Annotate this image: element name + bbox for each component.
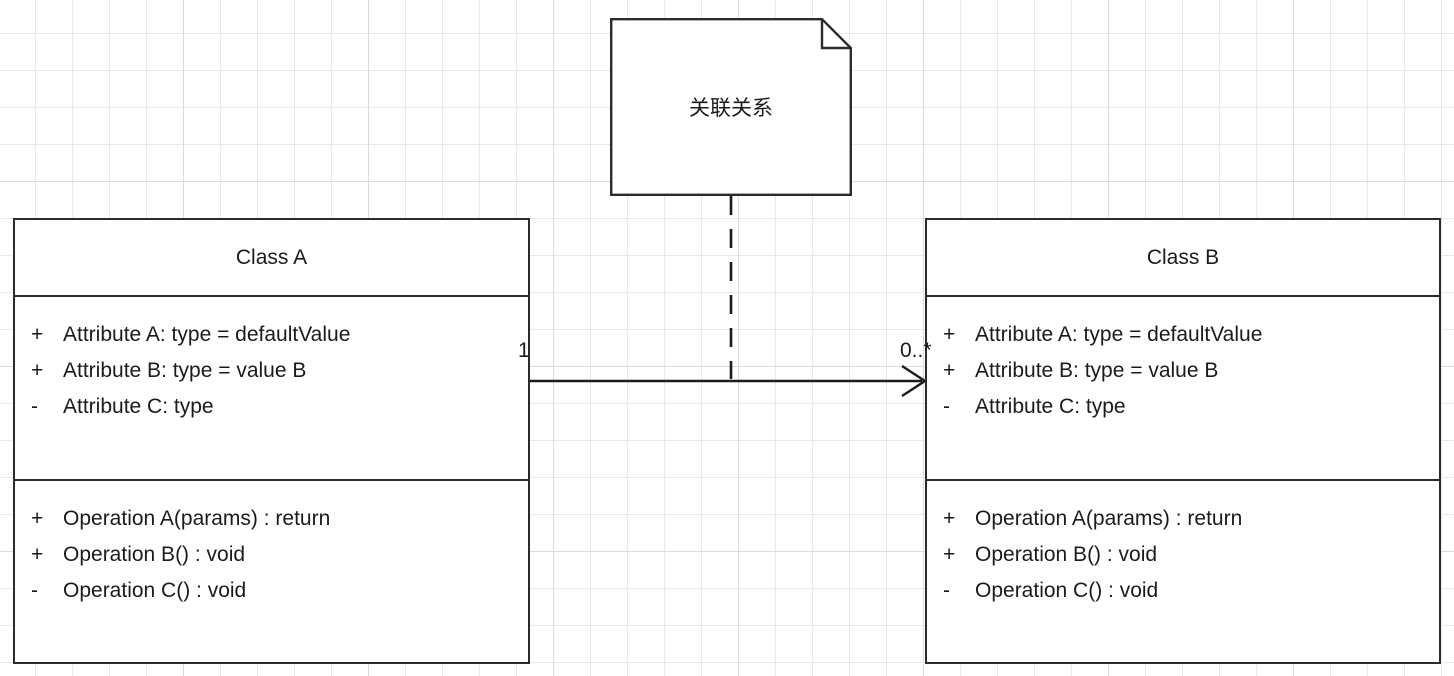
visibility-marker: - xyxy=(31,579,38,602)
attribute-row[interactable]: + Attribute B: type = value B xyxy=(927,359,1439,395)
class-b-operations: + Operation A(params) : return + Operati… xyxy=(927,481,1439,665)
class-b-title: Class B xyxy=(1146,245,1220,269)
operation-label: Operation B() : void xyxy=(975,543,1158,566)
operation-label: Operation C() : void xyxy=(63,579,247,602)
operation-row[interactable]: + Operation A(params) : return xyxy=(15,507,528,543)
attribute-row[interactable]: + Attribute B: type = value B xyxy=(15,359,528,395)
visibility-marker: + xyxy=(31,507,44,530)
visibility-marker: + xyxy=(31,359,44,382)
operation-label: Operation C() : void xyxy=(975,579,1159,602)
class-b-attributes: + Attribute A: type = defaultValue + Att… xyxy=(927,297,1439,479)
operation-row[interactable]: - Operation C() : void xyxy=(15,579,528,615)
visibility-marker: + xyxy=(943,507,956,530)
attribute-label: Attribute A: type = defaultValue xyxy=(975,323,1263,346)
operation-label: Operation B() : void xyxy=(63,543,246,566)
visibility-marker: + xyxy=(31,543,44,566)
visibility-marker: + xyxy=(943,543,956,566)
visibility-marker: + xyxy=(31,323,44,346)
operation-row[interactable]: - Operation C() : void xyxy=(927,579,1439,615)
note-shape[interactable]: 关联关系 xyxy=(610,18,852,196)
operation-row[interactable]: + Operation B() : void xyxy=(15,543,528,579)
visibility-marker: - xyxy=(31,395,38,418)
class-a-title: Class A xyxy=(235,245,308,269)
operation-label: Operation A(params) : return xyxy=(63,507,331,530)
class-a-attributes: + Attribute A: type = defaultValue + Att… xyxy=(15,297,528,479)
attribute-row[interactable]: + Attribute A: type = defaultValue xyxy=(927,323,1439,359)
visibility-marker: + xyxy=(943,359,956,382)
attribute-label: Attribute C: type xyxy=(63,395,214,418)
attribute-label: Attribute C: type xyxy=(975,395,1126,418)
attribute-row[interactable]: + Attribute A: type = defaultValue xyxy=(15,323,528,359)
visibility-marker: + xyxy=(943,323,956,346)
operation-label: Operation A(params) : return xyxy=(975,507,1243,530)
note-label: 关联关系 xyxy=(689,97,773,120)
visibility-marker: - xyxy=(943,395,950,418)
class-box-class-a[interactable]: Class A + Attribute A: type = defaultVal… xyxy=(13,218,530,664)
association-arrowhead xyxy=(901,364,928,398)
attribute-row[interactable]: - Attribute C: type xyxy=(927,395,1439,431)
operation-row[interactable]: + Operation A(params) : return xyxy=(927,507,1439,543)
attribute-label: Attribute B: type = value B xyxy=(63,359,307,382)
attribute-label: Attribute A: type = defaultValue xyxy=(63,323,351,346)
target-multiplicity-label[interactable]: 0..* xyxy=(900,339,932,362)
visibility-marker: - xyxy=(943,579,950,602)
attribute-label: Attribute B: type = value B xyxy=(975,359,1219,382)
operation-row[interactable]: + Operation B() : void xyxy=(927,543,1439,579)
class-a-operations: + Operation A(params) : return + Operati… xyxy=(15,481,528,665)
attribute-row[interactable]: - Attribute C: type xyxy=(15,395,528,431)
class-box-class-b[interactable]: Class B + Attribute A: type = defaultVal… xyxy=(925,218,1441,664)
source-multiplicity-label[interactable]: 1 xyxy=(518,339,530,362)
